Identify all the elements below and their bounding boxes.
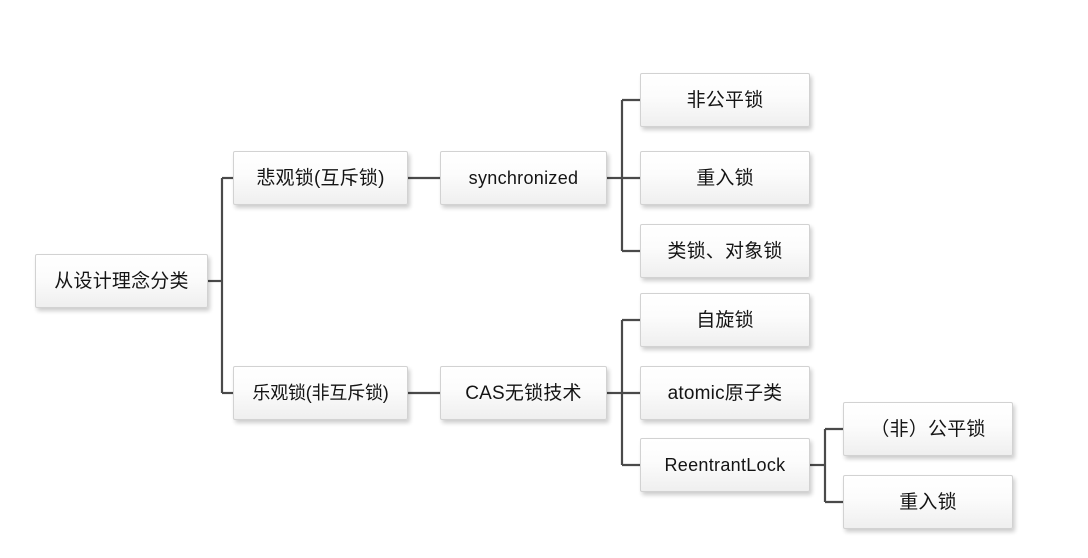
node-cas[interactable]: CAS无锁技术 [440, 366, 607, 420]
node-reentrant-lock-cn[interactable]: 重入锁 [640, 151, 810, 205]
node-spin-lock[interactable]: 自旋锁 [640, 293, 810, 347]
node-class-object-lock[interactable]: 类锁、对象锁 [640, 224, 810, 278]
node-unfair-lock[interactable]: 非公平锁 [640, 73, 810, 127]
node-synchronized[interactable]: synchronized [440, 151, 607, 205]
node-reentrant-lock-cn-2[interactable]: 重入锁 [843, 475, 1013, 529]
node-fair-or-unfair-lock[interactable]: （非）公平锁 [843, 402, 1013, 456]
node-pessimistic-lock[interactable]: 悲观锁(互斥锁) [233, 151, 408, 205]
node-reentrantlock[interactable]: ReentrantLock [640, 438, 810, 492]
node-atomic[interactable]: atomic原子类 [640, 366, 810, 420]
node-optimistic-lock[interactable]: 乐观锁(非互斥锁) [233, 366, 408, 420]
node-root[interactable]: 从设计理念分类 [35, 254, 208, 308]
